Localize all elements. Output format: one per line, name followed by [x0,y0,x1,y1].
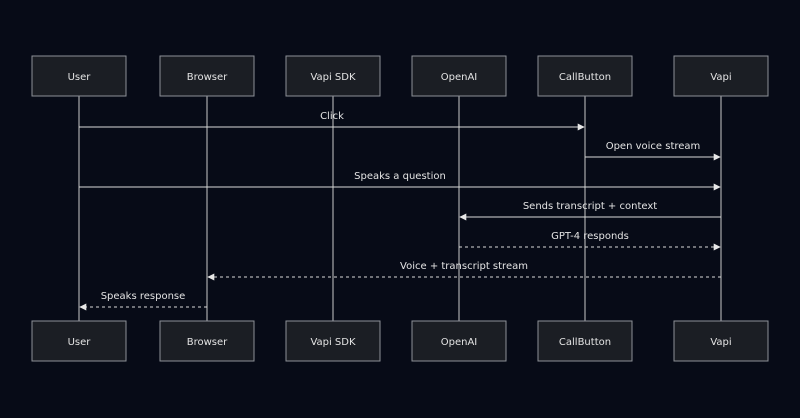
participant-label: OpenAI [441,337,478,348]
participant-user-top: User [31,55,127,97]
participant-openai-top: OpenAI [411,55,507,97]
participant-box [411,320,507,362]
participant-callbutton-bottom: CallButton [537,320,633,362]
message-7: Speaks response [79,291,207,311]
message-1: Click [79,111,585,131]
participant-box [537,55,633,97]
message-2: Open voice stream [585,141,721,161]
message-3: Speaks a question [79,171,721,191]
participant-label: Browser [187,337,228,348]
participant-label: Browser [187,72,228,83]
participant-box [673,55,769,97]
participant-browser-top: Browser [159,55,255,97]
message-label: Speaks a question [354,171,446,182]
participant-vapi-sdk-bottom: Vapi SDK [285,320,381,362]
participant-label: User [68,337,92,348]
participant-label: OpenAI [441,72,478,83]
message-4: Sends transcript + context [459,201,721,221]
participant-browser-bottom: Browser [159,320,255,362]
participant-box [159,55,255,97]
message-6: Voice + transcript stream [207,261,721,281]
participant-box [285,55,381,97]
participant-label: Vapi [710,72,731,83]
message-label: Click [320,111,344,122]
participant-vapi-sdk-top: Vapi SDK [285,55,381,97]
message-label: Open voice stream [606,141,701,152]
participant-label: CallButton [559,72,611,83]
message-label: Sends transcript + context [523,201,657,212]
participant-box [285,320,381,362]
participant-box [31,320,127,362]
participant-label: CallButton [559,337,611,348]
participant-label: Vapi SDK [310,72,356,83]
participant-label: User [68,72,92,83]
participant-box [159,320,255,362]
participant-box [537,320,633,362]
participant-box [673,320,769,362]
participant-vapi-bottom: Vapi [673,320,769,362]
participant-user-bottom: User [31,320,127,362]
message-label: Voice + transcript stream [400,261,528,272]
participant-openai-bottom: OpenAI [411,320,507,362]
message-label: Speaks response [101,291,186,302]
participant-label: Vapi SDK [310,337,356,348]
participant-vapi-top: Vapi [673,55,769,97]
participant-callbutton-top: CallButton [537,55,633,97]
participant-box [31,55,127,97]
participant-box [411,55,507,97]
message-label: GPT-4 responds [551,231,629,242]
participant-label: Vapi [710,337,731,348]
message-5: GPT-4 responds [459,231,721,251]
